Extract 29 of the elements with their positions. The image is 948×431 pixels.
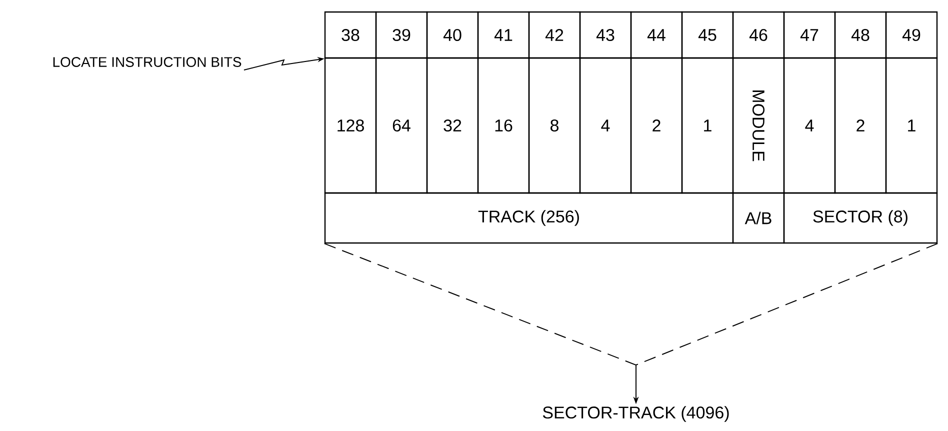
bit-number-cell: 39 (375, 11, 428, 59)
bit-weight-cell: 1 (681, 57, 734, 194)
bit-number-cell: 46 (732, 11, 785, 59)
bit-number-cell: 41 (477, 11, 530, 59)
field-cell: TRACK (256) (324, 192, 734, 244)
bit-weight-cell: 32 (426, 57, 479, 194)
bit-weight-cell: MODULE (732, 57, 785, 194)
bit-number-cell: 47 (783, 11, 836, 59)
bit-number-cell: 44 (630, 11, 683, 59)
bit-weight-cell: 2 (630, 57, 683, 194)
caption-text: SECTOR-TRACK (4096) (542, 406, 729, 422)
bit-number-cell: 38 (324, 11, 377, 59)
bit-weight-cell: 64 (375, 57, 428, 194)
bit-weight-cell: 128 (324, 57, 377, 194)
bit-weight-cell: 4 (783, 57, 836, 194)
bit-weight-cell: 8 (528, 57, 581, 194)
field-cell: SECTOR (8) (783, 192, 938, 244)
bit-weight-cell: 4 (579, 57, 632, 194)
bit-weight-cell: 2 (834, 57, 887, 194)
bit-weight-cell: 16 (477, 57, 530, 194)
bit-number-cell: 42 (528, 11, 581, 59)
bit-weight-cell: 1 (885, 57, 938, 194)
bit-number-cell: 40 (426, 11, 479, 59)
bit-number-cell: 45 (681, 11, 734, 59)
bit-number-cell: 48 (834, 11, 887, 59)
bit-number-cell: 43 (579, 11, 632, 59)
callout-label: LOCATE INSTRUCTION BITS (53, 57, 242, 67)
bit-number-cell: 49 (885, 11, 938, 59)
field-cell: A/B (732, 192, 785, 244)
